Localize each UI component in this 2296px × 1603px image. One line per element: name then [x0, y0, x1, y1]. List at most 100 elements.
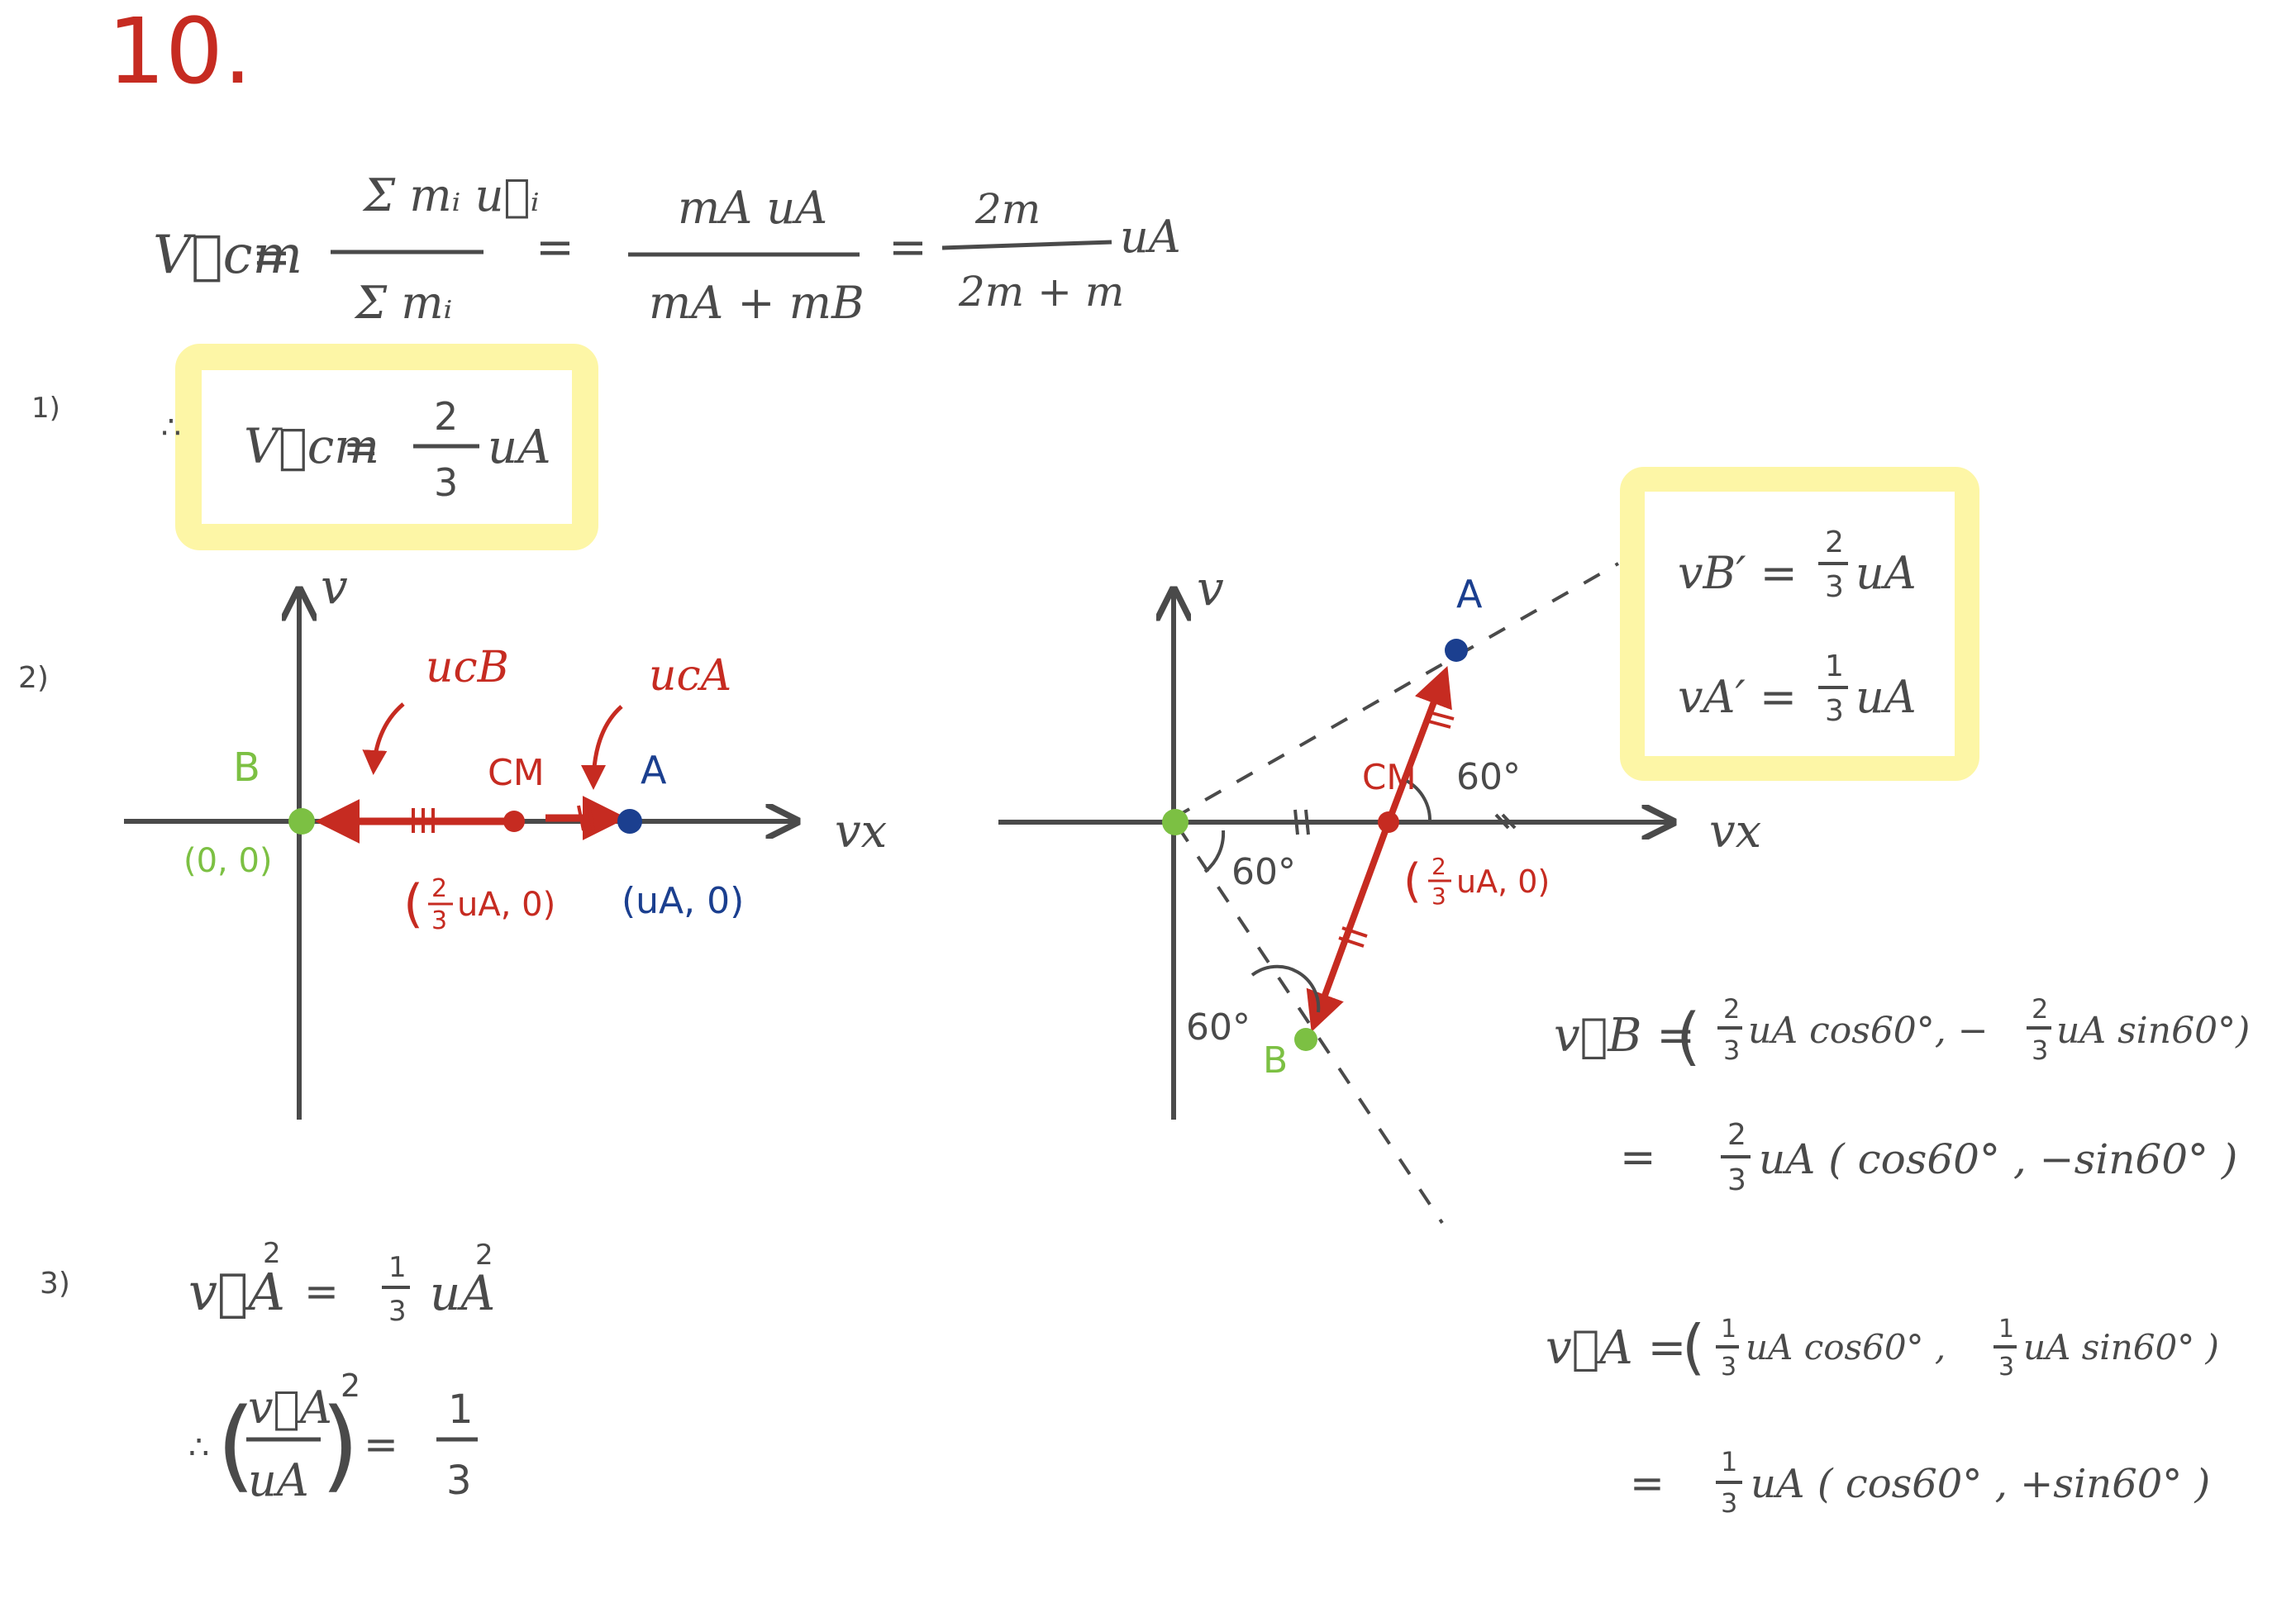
- vb-line1-open: (: [1676, 999, 1701, 1073]
- left-coord-a: (uA, 0): [622, 880, 744, 922]
- vb-line1-num: 2: [1723, 993, 1740, 1025]
- box-vb-tail: uA: [1855, 547, 1917, 599]
- part3-line1-num: 1: [388, 1251, 407, 1284]
- left-coord-b: (0, 0): [183, 842, 273, 880]
- right-axis-vx-label: vx: [1709, 805, 1761, 859]
- right-coord-cm-tail: uA, 0): [1456, 863, 1550, 900]
- right-axis-v-label: v: [1197, 560, 1224, 616]
- left-coord-cm-tail: uA, 0): [457, 886, 555, 924]
- box-va-num: 1: [1825, 649, 1844, 683]
- part1-eq-sign-3: =: [888, 221, 927, 274]
- part1-frac1-num: Σ mᵢ u⃗ᵢ: [362, 169, 540, 221]
- right-axis-ticks: [1293, 809, 1517, 835]
- problem-number: 10.: [107, 0, 252, 104]
- part1-result-box: ∴ V⃗cm = 2 3 uA: [161, 344, 598, 550]
- left-equal-ticks: [412, 805, 595, 833]
- left-point-a: [617, 809, 642, 834]
- part2-result-box: vB′ = 2 3 uA vA′ = 1 3 uA: [1620, 467, 1979, 781]
- vb-line2-num: 2: [1727, 1118, 1746, 1152]
- part3-line1-lhs: v⃗A: [188, 1262, 285, 1322]
- part3-line2-eq: =: [364, 1420, 398, 1468]
- right-angle-bottom: 60°: [1186, 1006, 1250, 1049]
- vb-line1-end: uA sin60°): [2056, 1010, 2250, 1052]
- part1-label: 1): [31, 392, 60, 425]
- part3-line2-paren-open: (: [217, 1388, 255, 1503]
- part2-highlight-frame: [1620, 467, 1979, 781]
- va-vector-equations: v⃗A = ( 1 3 uA cos60° , 1 3 uA sin60° ) …: [1546, 1312, 2219, 1519]
- part1-frac3-den: 2m + m: [958, 268, 1124, 316]
- part3-line2-rden: 3: [446, 1458, 472, 1504]
- part3-line1-den: 3: [388, 1295, 407, 1328]
- part2-label: 2): [18, 661, 49, 695]
- part3-line1-tail: uA: [430, 1265, 495, 1321]
- left-ucb-label: ucB: [426, 643, 509, 692]
- part3-line1-eq: =: [304, 1268, 339, 1315]
- part1-equation: V⃗cm = Σ mᵢ u⃗ᵢ Σ mᵢ = mA uA mA + mB = 2…: [153, 169, 1181, 329]
- va-line1-den: 3: [1721, 1353, 1736, 1382]
- left-axis-vx-label: vx: [835, 805, 887, 859]
- right-dashed-a: [1173, 562, 1619, 820]
- va-line1-end: uA sin60° ): [2023, 1327, 2219, 1368]
- va-line2-den: 3: [1721, 1487, 1737, 1519]
- right-origin-point: [1162, 809, 1188, 835]
- part3-label: 3): [40, 1267, 70, 1301]
- part1-frac3-tail: uA: [1120, 211, 1181, 263]
- part3-equations: 3) v⃗A 2 = 1 3 uA 2 ∴ ( v⃗A uA ) 2 = 1 3: [40, 1237, 495, 1506]
- box-vb-lhs: vB′ =: [1678, 547, 1798, 599]
- right-angle-top: 60°: [1456, 756, 1521, 798]
- part3-line2-therefore: ∴: [188, 1429, 209, 1467]
- va-line2-eq: =: [1630, 1459, 1665, 1507]
- part3-line2-paren-close: ): [321, 1388, 360, 1503]
- va-line1-den2: 3: [1998, 1353, 2014, 1382]
- part1-frac3-num: 2m: [974, 185, 1041, 233]
- vb-vector-equations: v⃗B = ( 2 3 uA cos60°, − 2 3 uA sin60°) …: [1554, 993, 2250, 1197]
- right-label-a: A: [1456, 572, 1483, 616]
- part1-therefore: ∴: [161, 409, 181, 445]
- left-label-b: B: [233, 744, 260, 791]
- va-line1-mid: uA cos60° ,: [1746, 1327, 1946, 1368]
- left-label-cm: CM: [488, 752, 545, 794]
- va-line1-open: (: [1682, 1312, 1705, 1382]
- vb-line2-eq: =: [1620, 1133, 1656, 1182]
- right-arrow-to-a: [1385, 666, 1452, 824]
- box-va-lhs: vA′ =: [1678, 671, 1797, 723]
- part1-result-tail: uA: [488, 421, 551, 474]
- box-vb-num: 2: [1825, 526, 1844, 559]
- right-arrow-to-b: [1306, 821, 1392, 1033]
- left-uca-label: ucA: [649, 651, 731, 701]
- vb-line1-lhs: v⃗B =: [1554, 1009, 1695, 1063]
- part1-highlight-frame: [175, 344, 598, 550]
- right-point-b: [1294, 1028, 1317, 1051]
- part1-result-lhs: V⃗cm: [244, 418, 379, 474]
- va-line2-tail: uA ( cos60° , +sin60° ): [1751, 1461, 2210, 1507]
- left-graph: v vx ucB ucA B CM A (0, 0) ( 2 3 uA, 0) …: [124, 559, 887, 1120]
- box-va-den: 3: [1825, 694, 1844, 728]
- vb-line2-den: 3: [1727, 1163, 1746, 1197]
- right-point-a: [1445, 639, 1468, 662]
- vb-line1-den: 3: [1723, 1035, 1740, 1066]
- box-vb-den: 3: [1825, 570, 1844, 604]
- va-line1-num: 1: [1721, 1315, 1736, 1344]
- vb-line2-tail: uA ( cos60° , −sin60° ): [1759, 1135, 2237, 1183]
- part3-line2-rnum: 1: [448, 1387, 474, 1433]
- right-dashed-b: [1176, 825, 1444, 1225]
- right-point-cm: [1378, 811, 1399, 833]
- left-label-a: A: [641, 748, 667, 792]
- right-coord-cm-num: 2: [1431, 853, 1446, 880]
- left-point-b: [288, 808, 315, 835]
- left-axis-v-label: v: [321, 559, 348, 615]
- part3-line2-num: v⃗A: [248, 1382, 332, 1434]
- part1-frac2-num: mA uA: [678, 182, 827, 234]
- part1-eq-sign-2: =: [536, 221, 574, 274]
- right-angle-arc-top: [1405, 779, 1432, 823]
- right-label-cm: CM: [1362, 757, 1417, 797]
- part1-result-eq: =: [343, 424, 379, 473]
- left-ucb-pointer: [362, 702, 405, 775]
- left-coord-cm-open: (: [403, 873, 423, 934]
- vb-line1-mid: uA cos60°, −: [1748, 1010, 1989, 1052]
- right-graph: v vx A CM B 60° 60° 60° ( 2: [998, 560, 1761, 1225]
- part1-frac2-den: mA + mB: [649, 277, 865, 329]
- left-uca-pointer: [581, 705, 623, 790]
- right-angle-left: 60°: [1231, 851, 1296, 893]
- part1-result-num: 2: [434, 394, 458, 439]
